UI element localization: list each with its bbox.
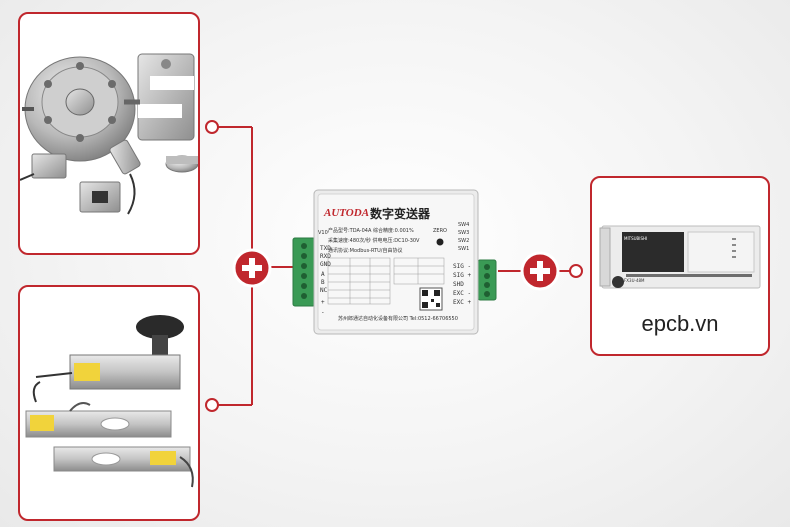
connector-dot-bottom	[205, 398, 219, 412]
config-table	[327, 257, 445, 305]
plc-brand: MITSUBISHI	[624, 236, 647, 241]
right-terminal-block	[477, 259, 497, 301]
single-point-load-cells-card	[18, 285, 200, 521]
connector-dot-top	[205, 120, 219, 134]
manufacturer-footer: 苏州郎通达自动化设备有限公司 Tel:0512-66706550	[338, 315, 458, 322]
svg-text:SW3: SW3	[458, 230, 469, 236]
plc-unit-image: MITSUBISHI FX3U-48M	[599, 225, 761, 289]
plus-icon	[520, 251, 560, 291]
side-label: V10	[318, 230, 328, 236]
switch-labels: SW4 SW3 SW2 SW1	[458, 222, 469, 252]
svg-text:NC: NC	[320, 287, 328, 294]
load-cell-sensors-image	[20, 53, 198, 215]
zero-button[interactable]	[436, 238, 444, 246]
svg-text:EXC +: EXC +	[453, 299, 471, 306]
digital-transmitter-module: AUTODA 数字变送器 ZERO 产品型号:TDA-04A 综合精度:0.00…	[292, 189, 497, 335]
svg-text:TXD: TXD	[320, 245, 331, 252]
zero-label: ZERO	[433, 228, 447, 234]
svg-text:SW1: SW1	[458, 246, 469, 252]
svg-text:A: A	[321, 271, 325, 278]
qr-code-icon	[419, 287, 443, 311]
load-cell-sensors-card	[18, 12, 200, 255]
plc-model: FX3U-48M	[624, 278, 645, 283]
svg-text:RXD: RXD	[320, 253, 331, 260]
brand-logo-text: AUTODA	[323, 207, 369, 219]
spec-line-1: 产品型号:TDA-04A 综合精度:0.001%	[328, 227, 414, 234]
svg-text:-: -	[321, 309, 325, 316]
spec-line-3: 通讯协议:Modbus-RTU/自由协议	[328, 247, 403, 254]
svg-text:SW2: SW2	[458, 238, 469, 244]
left-terminal-block	[292, 237, 316, 307]
svg-text:SW4: SW4	[458, 222, 469, 228]
svg-text:SIG -: SIG -	[453, 263, 471, 270]
plus-icon	[232, 248, 272, 288]
connector-dot-right	[569, 264, 583, 278]
svg-text:SIG +: SIG +	[453, 272, 471, 279]
plc-card: MITSUBISHI FX3U-48M epcb.vn	[590, 176, 770, 356]
right-terminal-labels: SIG - SIG + SHD EXC - EXC +	[453, 263, 471, 306]
left-terminal-labels: TXD RXD GND A B NC + -	[320, 245, 331, 316]
svg-text:+: +	[321, 299, 325, 306]
svg-text:EXC -: EXC -	[453, 290, 471, 297]
svg-text:B: B	[321, 279, 325, 286]
svg-text:SHD: SHD	[453, 281, 464, 288]
svg-text:GND: GND	[320, 261, 331, 268]
watermark-text: epcb.vn	[641, 311, 719, 336]
transmitter-title: 数字变送器	[370, 206, 431, 221]
single-point-load-cells-image	[25, 315, 194, 488]
spec-line-2: 采集速度:480次/秒 供电电压:DC10-30V	[328, 237, 420, 244]
